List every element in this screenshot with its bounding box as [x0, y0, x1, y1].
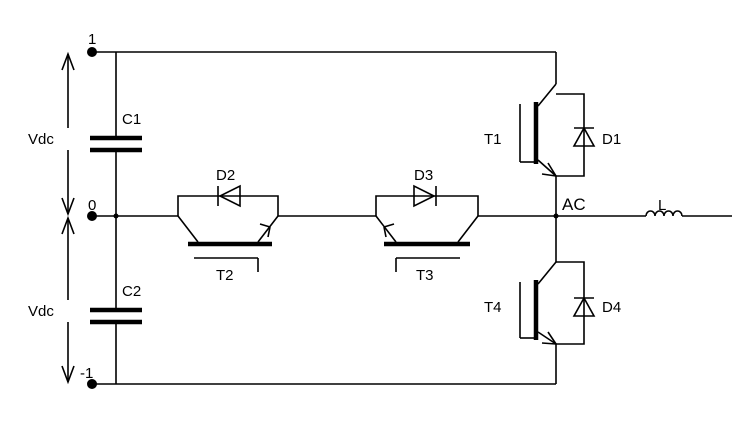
c2-label: C2	[122, 283, 141, 300]
d1-label: D1	[602, 131, 621, 148]
node-bottom-dot	[87, 379, 97, 389]
vdc-upper-label: Vdc	[28, 131, 54, 148]
voltage-arrows: Vdc Vdc	[28, 51, 75, 385]
d2-label: D2	[216, 167, 235, 184]
node-top-dot	[87, 47, 97, 57]
l-label: L	[658, 197, 666, 214]
t2-label: T2	[216, 267, 234, 284]
switch-t2-d2: D2 T2	[177, 167, 279, 284]
t3-label: T3	[416, 267, 434, 284]
t4-label: T4	[484, 299, 502, 316]
ac-node-label: AC	[562, 195, 586, 214]
d3-label: D3	[414, 167, 433, 184]
capacitor-c2: C2	[90, 216, 142, 384]
capacitor-c1: C1	[90, 52, 142, 216]
dc-bus	[92, 51, 556, 385]
d4-label: D4	[602, 299, 621, 316]
c1-label: C1	[122, 111, 141, 128]
node-mid-label: 0	[88, 197, 96, 214]
switch-t4-d4: T4 D4	[484, 216, 621, 384]
node-mid-dot	[87, 211, 97, 221]
node-terminals: 1 0 -1	[80, 31, 559, 389]
t1-label: T1	[484, 131, 502, 148]
node-top-label: 1	[88, 31, 96, 48]
vdc-lower-label: Vdc	[28, 303, 54, 320]
inductor-l: L	[645, 197, 732, 217]
switch-t1-d1: T1 D1	[484, 52, 621, 216]
node-bottom-label: -1	[80, 365, 93, 382]
switch-t3-d3: D3 T3	[375, 167, 479, 284]
